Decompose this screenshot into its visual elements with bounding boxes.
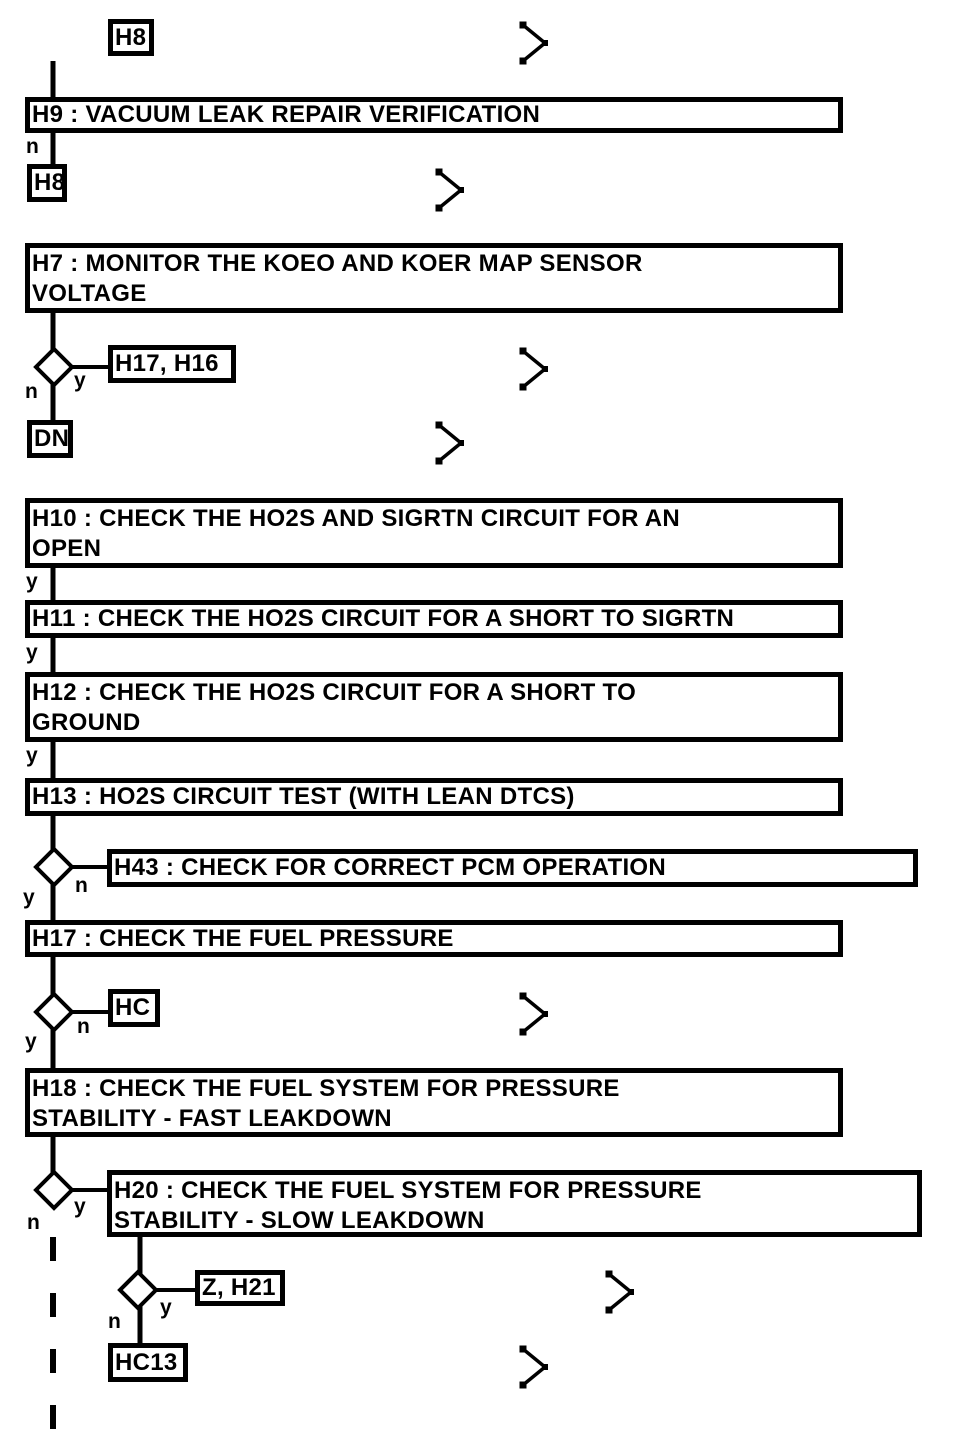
branch-label-y: y (74, 1195, 86, 1218)
node-h43-text: H43 : CHECK FOR CORRECT PCM OPERATION (114, 854, 667, 881)
branch-label-y: y (160, 1296, 172, 1319)
chevron-tip-squares (435, 21, 634, 1389)
flow-line-vertical (50, 61, 143, 1345)
branch-label-n: n (77, 1015, 90, 1038)
node-h20-line2: STABILITY - SLOW LEAKDOWN (114, 1207, 485, 1234)
node-h12: H12 : CHECK THE HO2S CIRCUIT FOR A SHORT… (25, 672, 843, 742)
node-h43: H43 : CHECK FOR CORRECT PCM OPERATION (107, 849, 918, 887)
node-h11: H11 : CHECK THE HO2S CIRCUIT FOR A SHORT… (25, 600, 843, 638)
node-h12-line2: GROUND (32, 709, 141, 736)
node-h10-line1: H10 : CHECK THE HO2S AND SIGRTN CIRCUIT … (32, 505, 681, 532)
branch-label-n: n (25, 380, 38, 403)
node-z-h21-label: Z, H21 (202, 1274, 276, 1301)
node-h8-return-label: H8 (34, 169, 66, 196)
node-z-h21: Z, H21 (195, 1270, 285, 1306)
node-h17-h16-label: H17, H16 (115, 350, 219, 377)
node-hc: HC (108, 989, 160, 1027)
decision-diamond-h7 (33, 346, 75, 388)
branch-label-n: n (108, 1310, 121, 1333)
node-h18: H18 : CHECK THE FUEL SYSTEM FOR PRESSURE… (25, 1068, 843, 1137)
node-h20: H20 : CHECK THE FUEL SYSTEM FOR PRESSURE… (107, 1170, 922, 1237)
branch-label-y: y (23, 886, 35, 909)
node-h18-line2: STABILITY - FAST LEAKDOWN (32, 1105, 392, 1132)
node-h10: H10 : CHECK THE HO2S AND SIGRTN CIRCUIT … (25, 498, 843, 568)
branch-label-y: y (74, 369, 86, 392)
node-hc13-label: HC13 (115, 1348, 178, 1376)
branch-label-y: y (26, 744, 38, 767)
node-h9-text: H9 : VACUUM LEAK REPAIR VERIFICATION (32, 101, 541, 128)
node-dn-label: DN (34, 425, 70, 452)
node-h8-top: H8 (108, 19, 154, 56)
node-h13-text: H13 : HO2S CIRCUIT TEST (WITH LEAN DTCS) (32, 783, 575, 810)
node-h7: H7 : MONITOR THE KOEO AND KOER MAP SENSO… (25, 243, 843, 313)
node-h18-line1: H18 : CHECK THE FUEL SYSTEM FOR PRESSURE (32, 1075, 620, 1102)
decision-diamond-h13 (33, 846, 75, 888)
node-h8-return: H8 (27, 164, 67, 202)
branch-label-n: n (75, 874, 88, 897)
node-h13: H13 : HO2S CIRCUIT TEST (WITH LEAN DTCS) (25, 778, 843, 816)
flow-line-horizontal (70, 365, 197, 1292)
node-h10-line2: OPEN (32, 535, 102, 562)
node-h20-line1: H20 : CHECK THE FUEL SYSTEM FOR PRESSURE (114, 1177, 702, 1204)
node-h17: H17 : CHECK THE FUEL PRESSURE (25, 920, 843, 957)
decision-diamond-h20 (117, 1269, 159, 1311)
node-hc-label: HC (115, 994, 151, 1021)
node-h17-h16: H17, H16 (108, 345, 236, 383)
node-dn: DN (27, 420, 73, 458)
node-h8-top-label: H8 (115, 23, 147, 51)
node-h12-line1: H12 : CHECK THE HO2S CIRCUIT FOR A SHORT… (32, 679, 637, 706)
node-h17-text: H17 : CHECK THE FUEL PRESSURE (32, 924, 454, 952)
decision-diamond-h17 (33, 991, 75, 1033)
branch-label-y: y (26, 641, 38, 664)
node-h9: H9 : VACUUM LEAK REPAIR VERIFICATION (25, 97, 843, 133)
node-hc13: HC13 (108, 1343, 188, 1382)
branch-label-y: y (26, 570, 38, 593)
branch-label-n: n (27, 1211, 40, 1234)
node-h7-line2: VOLTAGE (32, 280, 147, 307)
branch-label-y: y (25, 1030, 37, 1053)
branch-label-n: n (26, 135, 39, 158)
decision-diamond-h18 (33, 1169, 75, 1211)
node-h7-line1: H7 : MONITOR THE KOEO AND KOER MAP SENSO… (32, 250, 643, 277)
node-h11-text: H11 : CHECK THE HO2S CIRCUIT FOR A SHORT… (32, 605, 735, 632)
